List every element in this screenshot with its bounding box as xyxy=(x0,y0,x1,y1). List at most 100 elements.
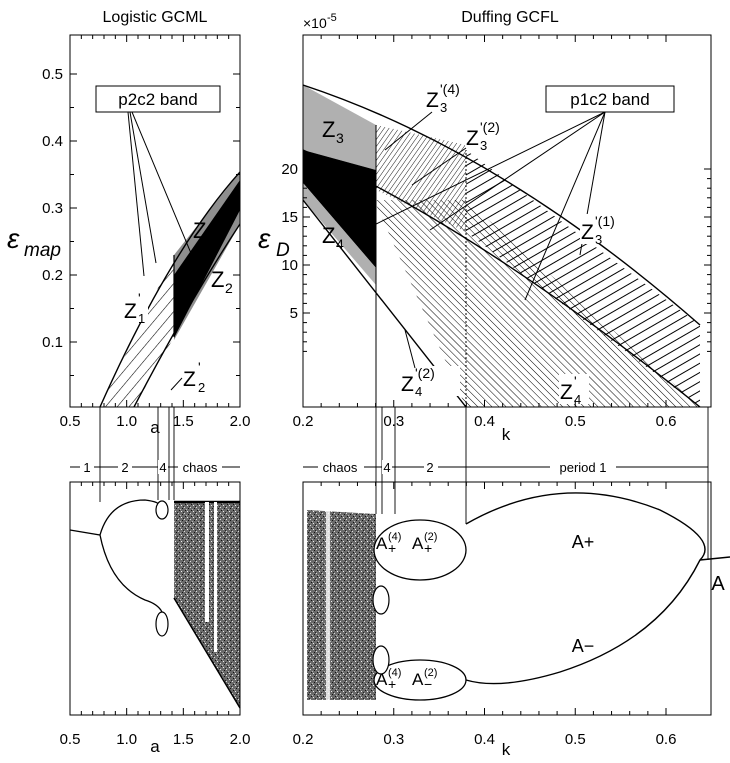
br-period-chaos: chaos xyxy=(323,460,358,475)
bottom-right-xlabel: k xyxy=(502,740,511,759)
svg-text:(4): (4) xyxy=(388,531,401,543)
x-tick-label: 0.4 xyxy=(474,413,495,430)
region-z4-prime xyxy=(374,200,700,407)
svg-text:Z: Z xyxy=(322,117,335,142)
x-tick-label: 1.0 xyxy=(116,413,137,430)
x-tick-label: 0.6 xyxy=(656,731,677,748)
bl-period-1: 1 xyxy=(83,460,90,475)
x-tick-label: 0.5 xyxy=(60,413,81,430)
y-tick-label: 0.5 xyxy=(42,66,63,83)
x-tick-label: 1.5 xyxy=(173,731,194,748)
region-black xyxy=(174,180,240,338)
x-tick-label: 0.6 xyxy=(656,413,677,430)
svg-text:Z: Z xyxy=(560,381,573,404)
label-a-minus: A− xyxy=(572,636,595,656)
label-z3-prime-4: Z'(4)3 xyxy=(425,81,495,115)
x-tick-label: 0.3 xyxy=(383,413,404,430)
x-tick-label: 2.0 xyxy=(230,413,251,430)
y-tick-label: 0.2 xyxy=(42,267,63,284)
svg-text:Z: Z xyxy=(322,223,335,248)
svg-text:ε: ε xyxy=(7,223,20,254)
label-a-minus-4: A+(4) xyxy=(376,667,401,692)
br-period-2: 2 xyxy=(426,460,433,475)
svg-text:+: + xyxy=(424,540,432,556)
svg-text:Z: Z xyxy=(211,267,224,292)
top-left-axes xyxy=(69,34,241,408)
x-tick-label: 0.3 xyxy=(383,731,404,748)
svg-text:'(2): '(2) xyxy=(480,119,500,135)
svg-text:Z: Z xyxy=(581,221,594,244)
svg-text:'(1): '(1) xyxy=(595,213,615,229)
bl-period-4: 4 xyxy=(159,460,166,475)
label-z1-prime: Z'1 xyxy=(123,290,148,326)
label-a-plus-4: A+(4) xyxy=(376,531,401,556)
scale-label: ×10-5 xyxy=(303,12,337,31)
x-tick-label: 2.0 xyxy=(230,731,251,748)
y-tick-label: 15 xyxy=(281,209,298,226)
region-z4 xyxy=(303,183,376,285)
svg-text:Z: Z xyxy=(426,89,439,112)
x-tick-label: 1.0 xyxy=(116,731,137,748)
br-period-4: 4 xyxy=(383,460,390,475)
y-tick-label: 0.4 xyxy=(42,133,63,150)
svg-text:×10: ×10 xyxy=(303,15,327,31)
label-a-minus-2: A−(2) xyxy=(412,667,437,692)
bottom-left-xlabel: a xyxy=(150,737,160,756)
y-tick-label: 0.3 xyxy=(42,200,63,217)
svg-text:Z: Z xyxy=(401,373,414,396)
svg-text:1: 1 xyxy=(138,311,145,326)
svg-text:4: 4 xyxy=(415,384,422,399)
svg-text:': ' xyxy=(198,359,201,375)
region-black-right xyxy=(303,150,376,268)
connector-lines xyxy=(99,407,709,560)
top-left-xlabel: a xyxy=(150,418,160,437)
svg-text:(2): (2) xyxy=(424,531,437,543)
svg-text:'(4): '(4) xyxy=(440,81,460,97)
bl-bifurcation xyxy=(69,499,163,613)
region-z3-prime-1 xyxy=(466,150,700,407)
svg-text:4: 4 xyxy=(574,392,581,407)
label-z4-prime-2: Z'(2) 4 xyxy=(400,365,460,399)
svg-text:2: 2 xyxy=(225,280,233,296)
label-z3-prime-2: Z'(2) 3 xyxy=(465,119,525,153)
br-chaos-region xyxy=(307,510,376,700)
svg-text:2: 2 xyxy=(198,380,205,395)
svg-text:ε: ε xyxy=(258,223,271,254)
label-a-plus: A+ xyxy=(572,532,595,552)
bl-period-chaos: chaos xyxy=(183,460,218,475)
svg-text:map: map xyxy=(24,240,61,261)
svg-text:+: + xyxy=(388,676,396,692)
x-tick-label: 0.2 xyxy=(293,731,314,748)
bottom-left-axes xyxy=(69,481,241,716)
y-tick-label: 20 xyxy=(281,161,298,178)
svg-text:3: 3 xyxy=(480,138,487,153)
left-panel-title: Logistic GCML xyxy=(103,9,208,26)
x-tick-label: 0.5 xyxy=(60,731,81,748)
svg-text:'(2): '(2) xyxy=(415,365,435,381)
svg-text:': ' xyxy=(574,373,577,389)
svg-text:-5: -5 xyxy=(327,12,337,24)
svg-text:+: + xyxy=(388,540,396,556)
svg-text:Z: Z xyxy=(183,368,196,391)
svg-text:(2): (2) xyxy=(424,667,437,679)
svg-text:3: 3 xyxy=(336,130,344,146)
svg-text:Z: Z xyxy=(466,127,479,150)
top-right-axes xyxy=(302,34,712,408)
region-z3 xyxy=(303,85,376,170)
svg-text:(4): (4) xyxy=(388,667,401,679)
p2c2-band-label-box xyxy=(95,85,221,113)
region-z1-prime xyxy=(100,255,174,407)
svg-text:Z: Z xyxy=(193,218,206,243)
x-tick-label: 0.5 xyxy=(565,413,586,430)
right-panel-title: Duffing GCFL xyxy=(461,9,559,26)
p1c2-band-label: p1c2 band xyxy=(570,90,649,109)
p1c2-band-label-box xyxy=(545,85,675,113)
